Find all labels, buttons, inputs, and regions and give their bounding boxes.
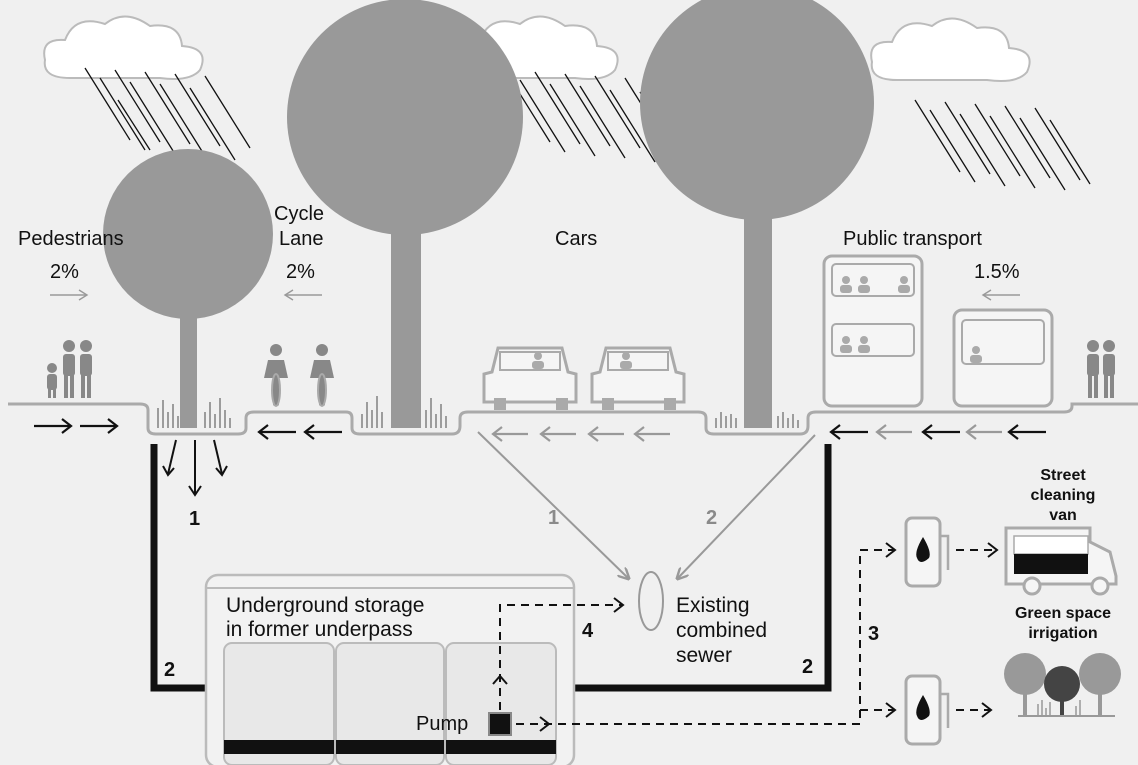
pedestrian-icon	[1087, 340, 1115, 398]
tree-icon	[640, 0, 874, 428]
pump-icon	[488, 712, 512, 736]
cars-label: Cars	[555, 228, 597, 250]
sewer-label-line2: combined	[676, 619, 767, 642]
irrigation-label-line2: irrigation	[1028, 625, 1097, 642]
sewer-pipe-icon	[638, 571, 664, 631]
transport-to-sewer-line	[678, 434, 816, 578]
water-dispenser-icon	[904, 674, 950, 746]
storage-title-line2: in former underpass	[226, 618, 413, 641]
arrow-head-icon	[539, 716, 551, 732]
arrow-head-icon	[885, 702, 897, 718]
arrow-head-icon	[492, 674, 508, 685]
underground-storage	[204, 573, 576, 765]
flow-number-overflow: 4	[582, 620, 594, 642]
infiltration-arrow-icon	[213, 439, 228, 477]
tree-icon	[287, 0, 523, 428]
flow-number-transport-sewer: 2	[706, 507, 717, 529]
car-icon	[590, 346, 686, 410]
slope-arrow-icon	[50, 289, 89, 301]
pump-label: Pump	[416, 713, 468, 735]
grass-icon	[157, 396, 799, 428]
sewer-label-line1: Existing	[676, 594, 750, 617]
pedestrian-icon	[47, 340, 92, 398]
cycle-slope: 2%	[286, 261, 315, 283]
rain-icon	[504, 69, 686, 165]
flow-arrow-icon	[80, 418, 119, 434]
arrow-head-icon	[981, 702, 993, 718]
flow-arrow-icon	[539, 426, 576, 442]
flow-arrow-icon	[633, 426, 670, 442]
water-dispenser-icon	[904, 516, 950, 588]
flow-number-pedestrian-infiltration: 1	[189, 508, 200, 530]
arrow-head-icon	[987, 542, 999, 558]
storage-tank	[335, 642, 445, 765]
flow-arrow-icon	[587, 426, 624, 442]
storage-title-line1: Underground storage	[226, 594, 424, 617]
bus-icon	[952, 308, 1054, 408]
ground-profile	[8, 402, 1138, 436]
cyclist-icon	[310, 344, 334, 407]
irrigation-label-line1: Green space	[1015, 605, 1111, 622]
bus-icon	[822, 254, 924, 408]
cloud-icon	[870, 17, 1031, 82]
flow-arrow-icon	[965, 424, 1002, 440]
flow-arrow-icon	[257, 424, 296, 440]
cyclist-icon	[264, 344, 288, 407]
cloud-icon	[43, 15, 204, 80]
sewer-label-line3: sewer	[676, 644, 732, 667]
van-label-line1: Street	[1040, 467, 1086, 484]
van-label-line2: cleaning	[1031, 487, 1096, 504]
pedestrians-slope: 2%	[50, 261, 79, 283]
cycle-label-line2: Lane	[279, 228, 324, 250]
flow-arrow-icon	[303, 424, 342, 440]
van-icon	[1004, 526, 1118, 596]
slope-arrow-icon	[283, 289, 322, 301]
rain-icon	[914, 99, 1091, 191]
infiltration-arrow-icon	[162, 439, 177, 477]
car-icon	[482, 346, 578, 410]
flow-arrow-icon	[829, 424, 868, 440]
flow-arrow-icon	[875, 424, 912, 440]
transport-slope: 1.5%	[974, 261, 1020, 283]
flow-number-pedestrian-storage: 2	[164, 659, 175, 681]
flow-arrow-icon	[1007, 424, 1046, 440]
cycle-label-line1: Cycle	[274, 203, 324, 225]
green-space-icon	[1004, 653, 1121, 717]
rain-icon	[84, 67, 251, 161]
slope-arrow-icon	[981, 289, 1020, 301]
arrow-head-icon	[613, 597, 625, 613]
arrow-head-icon	[885, 542, 897, 558]
flow-number-cars-sewer: 1	[548, 507, 559, 529]
public-transport-label: Public transport	[843, 228, 982, 250]
flow-arrow-icon	[34, 418, 73, 434]
storage-tank	[223, 642, 335, 765]
flow-arrow-icon	[921, 424, 960, 440]
van-label-line3: van	[1049, 507, 1077, 524]
flow-arrow-icon	[491, 426, 528, 442]
flow-to-storage-right	[540, 444, 832, 692]
reuse-dashed-line	[516, 549, 894, 725]
pedestrians-label: Pedestrians	[18, 228, 124, 250]
infiltration-arrow-icon	[188, 440, 202, 497]
cars-to-sewer-line	[477, 431, 628, 578]
flow-number-transport-storage: 2	[802, 656, 813, 678]
tree-icon	[103, 149, 273, 428]
flow-number-reuse: 3	[868, 623, 879, 645]
